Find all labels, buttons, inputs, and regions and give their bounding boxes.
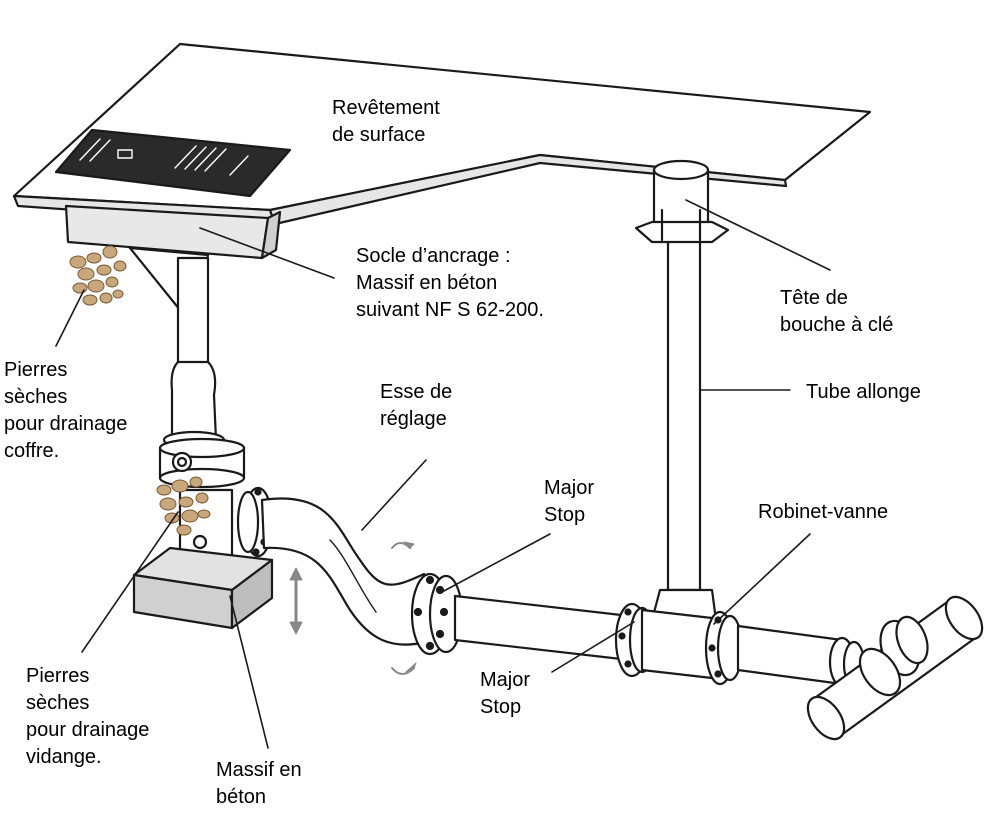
- main-pipe: [453, 594, 632, 662]
- label-major-stop-bottom: Major Stop: [480, 669, 536, 718]
- label-major-stop-top: Major Stop: [544, 477, 600, 526]
- adjustment-arrows: [289, 541, 417, 675]
- tee-fitting: [806, 595, 984, 741]
- label-revetement: Revêtement de surface: [332, 97, 445, 146]
- surface-grate: [54, 128, 292, 198]
- label-esse-reglage: Esse de réglage: [380, 381, 458, 430]
- leader-lines: [55, 199, 831, 749]
- key-box-head: [634, 159, 730, 244]
- label-tete-bouche: Tête de bouche à clé: [780, 287, 893, 336]
- gate-valve: [614, 588, 744, 686]
- label-pierres-coffre: Pierres sèches pour drainage coffre.: [4, 359, 133, 462]
- label-pierres-vidange: Pierres sèches pour drainage vidange.: [26, 665, 155, 768]
- hydrant-body: [128, 246, 246, 562]
- label-robinet-vanne: Robinet-vanne: [758, 501, 888, 523]
- anchor-block: [64, 204, 282, 260]
- text-labels: Revêtement de surface Socle d’ancrage : …: [4, 97, 921, 808]
- concrete-foot-block: [132, 546, 274, 630]
- label-tube-allonge: Tube allonge: [806, 381, 921, 403]
- dry-stones-coffre: [69, 245, 127, 306]
- adjustment-s-pipe: [260, 497, 428, 646]
- extension-tube: [666, 234, 702, 592]
- label-socle-ancrage: Socle d’ancrage : Massif en béton suivan…: [356, 245, 544, 321]
- label-massif-beton: Massif en béton: [216, 759, 307, 808]
